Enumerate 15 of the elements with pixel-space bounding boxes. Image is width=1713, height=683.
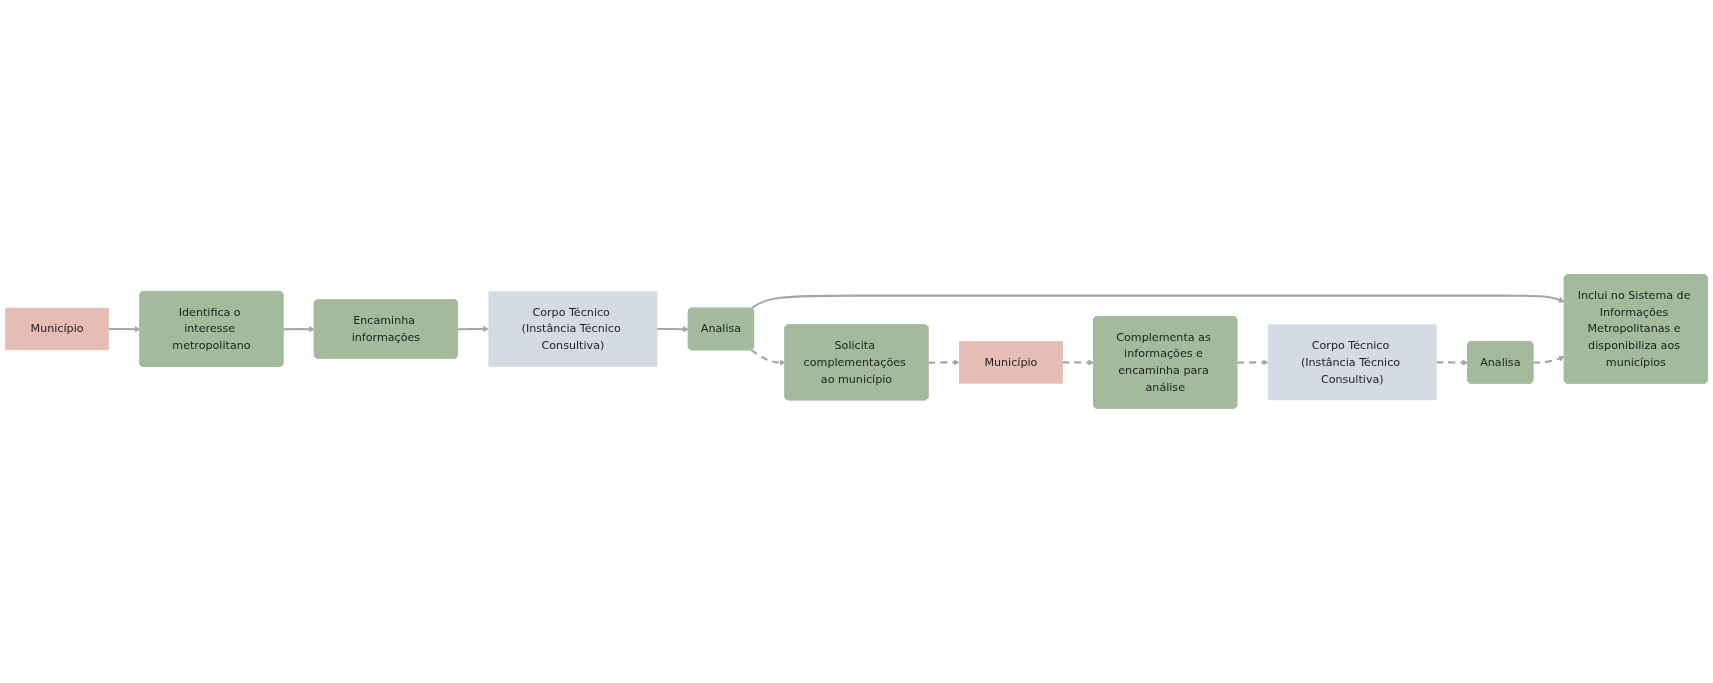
arrow — [1237, 359, 1269, 366]
arrow — [1533, 355, 1565, 364]
arrow — [657, 326, 689, 333]
arrow — [1436, 359, 1469, 366]
arrow — [457, 325, 490, 333]
arrow — [1062, 359, 1095, 366]
arrow — [928, 359, 960, 366]
node-box: Corpo Técnico (Instância Técnico Consultiva) — [1267, 324, 1437, 401]
arrow — [750, 349, 786, 366]
arrow — [750, 294, 1565, 310]
arrow — [108, 326, 141, 333]
arrow — [283, 326, 315, 333]
node-box: Município — [959, 341, 1063, 384]
node-box: Corpo Técnico (Instância Técnico Consultiva) — [488, 291, 658, 367]
node-box: Município — [5, 307, 109, 351]
